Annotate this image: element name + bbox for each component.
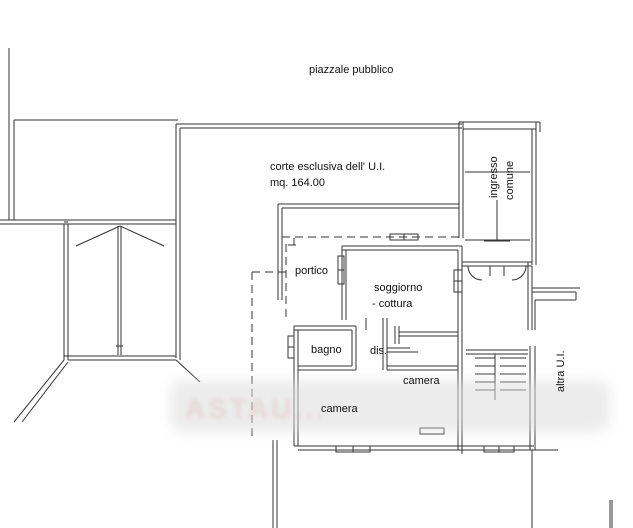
watermark-text: ASTAU... [185, 393, 327, 424]
label-portico: portico [295, 265, 329, 277]
label-ingresso-line2: comune [504, 160, 516, 200]
label-soggiorno-line2: - cottura [372, 298, 413, 310]
label-altra-ui: altra U.I. [555, 350, 567, 392]
label-bagno: bagno [311, 344, 342, 356]
label-ingresso-line1: ingresso [488, 156, 500, 198]
label-corte-line1: corte esclusiva dell' U.I. [270, 161, 386, 173]
label-corte-line2: mq. 164.00 [270, 177, 326, 189]
label-camera-small: camera [403, 375, 440, 387]
label-camera-large: camera [321, 403, 358, 415]
label-piazzale-pubblico: piazzale pubblico [309, 64, 394, 76]
label-dis: dis. [370, 345, 388, 357]
label-soggiorno-line1: soggiorno [374, 282, 423, 294]
watermark-blur [170, 380, 610, 432]
